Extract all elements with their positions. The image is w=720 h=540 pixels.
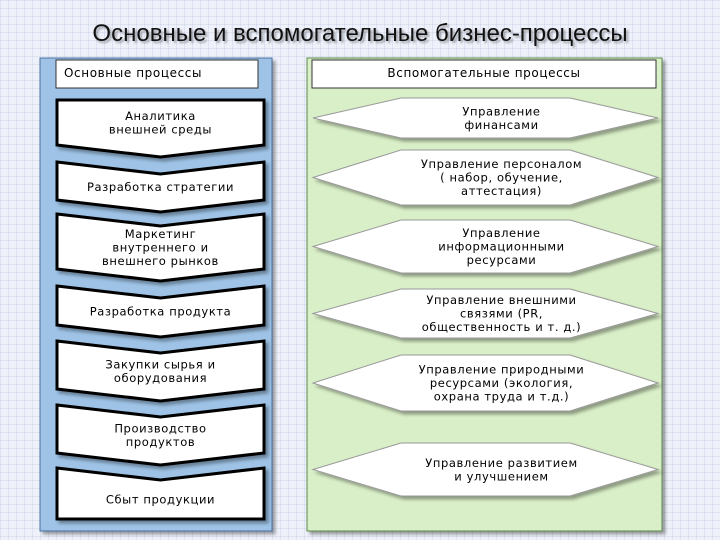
main-process-label: Аналитика xyxy=(125,109,196,123)
support-process-arrow xyxy=(311,288,660,339)
support-process-arrow xyxy=(311,354,660,412)
main-process-arrow xyxy=(55,212,266,283)
support-process-label: Управление персоналом xyxy=(421,157,582,171)
support-process-label: охрана труда и т.д.) xyxy=(434,390,569,404)
main-process-label: продуктов xyxy=(126,435,195,449)
support-process-arrow xyxy=(311,149,660,206)
support-process-label: и улучшением xyxy=(454,469,548,483)
support-process-label: информационными xyxy=(438,240,565,254)
main-process-arrow xyxy=(55,466,266,521)
main-process-arrow xyxy=(55,98,266,159)
main-process-arrow xyxy=(55,160,266,214)
support-process-2: Управление персоналом( набор, обучение,а… xyxy=(311,149,660,206)
main-processes-header-box xyxy=(55,59,259,89)
support-process-label: ресурсами xyxy=(467,253,537,267)
main-process-arrow xyxy=(55,403,266,467)
support-process-label: Управление xyxy=(462,226,540,240)
main-process-arrow xyxy=(55,284,266,339)
support-process-arrow xyxy=(311,442,660,497)
support-process-arrow xyxy=(312,97,659,139)
main-process-label: Разработка стратегии xyxy=(87,180,234,194)
main-process-label: Сбыт продукции xyxy=(106,493,215,507)
main-process-label: оборудования xyxy=(114,371,207,385)
support-process-label: финансами xyxy=(464,118,538,132)
main-process-label: внешнего рынков xyxy=(102,254,219,268)
main-process-arrow xyxy=(55,339,266,403)
main-process-7: Сбыт продукции xyxy=(55,466,266,521)
support-process-label: ресурсами (экология, xyxy=(430,376,573,390)
main-process-2: Разработка стратегии xyxy=(55,160,266,214)
support-process-label: Управление природными xyxy=(419,363,585,377)
support-process-label: Управление внешними xyxy=(426,293,576,307)
main-processes-header: Основные процессы xyxy=(64,66,202,80)
main-process-label: внешней среды xyxy=(109,122,212,136)
main-process-label: Производство xyxy=(114,421,206,435)
support-processes-header: Вспомогательные процессы xyxy=(387,66,580,80)
main-process-label: Закупки сырья и xyxy=(105,357,215,371)
support-process-label: ( набор, обучение, xyxy=(440,171,563,185)
support-processes-header-box xyxy=(311,59,657,89)
support-process-label: Управление xyxy=(462,104,540,118)
main-process-label: внутреннего и xyxy=(112,241,208,255)
slide-title: Основные и вспомогательные бизнес-процес… xyxy=(92,20,628,47)
main-process-label: Разработка продукта xyxy=(90,305,232,319)
support-process-label: аттестация) xyxy=(461,184,542,198)
support-process-label: Управление развитием xyxy=(425,456,577,470)
support-process-label: общественность и т. д.) xyxy=(422,320,581,334)
support-process-arrow xyxy=(311,219,660,274)
support-process-label: связями (PR, xyxy=(460,307,543,321)
main-process-4: Разработка продукта xyxy=(55,284,266,339)
main-process-label: Маркетинг xyxy=(125,227,196,241)
